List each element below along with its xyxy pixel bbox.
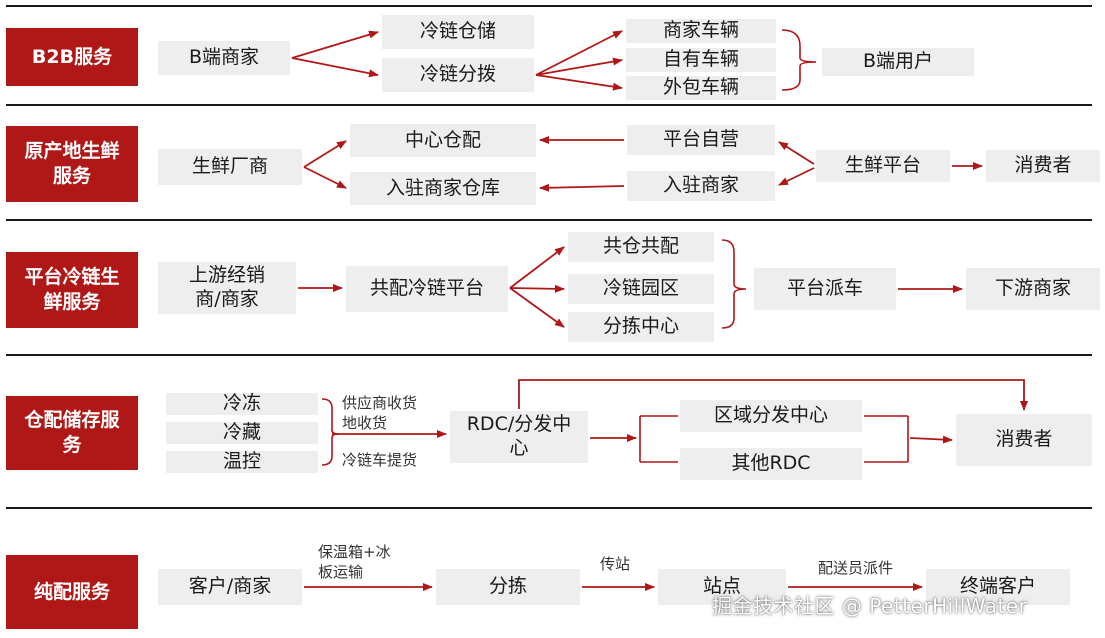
category-platform-cold-label: 平台冷链生鲜服务	[24, 266, 120, 313]
node-b-user: B端用户	[822, 48, 974, 76]
node-fresh-platform: 生鲜平台	[816, 150, 950, 182]
node-b-merchant: B端商家	[158, 41, 290, 75]
watermark: 掘金技术社区 @ PetterHillWater	[712, 594, 1028, 618]
node-own-vehicle: 自有车辆	[626, 48, 776, 72]
node-merchant-warehouse: 入驻商家仓库	[350, 172, 536, 205]
label-board-transport: 板运输	[318, 563, 364, 581]
node-sorting-center: 分拣中心	[568, 312, 714, 342]
category-b2b: B2B服务	[6, 28, 138, 86]
category-pure-delivery: 纯配服务	[6, 555, 138, 629]
node-outsourced-vehicle: 外包车辆	[626, 76, 776, 100]
node-sorting: 分拣	[436, 569, 580, 605]
section-divider-2	[6, 104, 1092, 106]
node-rdc-label: RDC/分发中心	[466, 413, 572, 459]
node-rdc: RDC/分发中心	[450, 411, 588, 463]
node-frozen: 冷冻	[166, 392, 318, 415]
label-supplier-receive: 供应商收货	[342, 394, 418, 412]
category-warehouse: 仓配储存服务	[6, 396, 138, 470]
node-temp-control: 温控	[166, 450, 318, 473]
node-upstream-label: 上游经销商/商家	[188, 264, 265, 310]
node-other-rdc: 其他RDC	[680, 448, 862, 480]
section-divider-1	[6, 5, 1092, 7]
label-truck-pickup: 冷链车提货	[342, 451, 418, 469]
node-merchant-vehicle: 商家车辆	[626, 19, 776, 43]
label-local-receive: 地收货	[342, 414, 388, 432]
node-end-customer: 终端客户	[926, 569, 1070, 605]
label-insulated-box: 保温箱+冰	[318, 543, 391, 561]
node-chilled: 冷藏	[166, 421, 318, 444]
node-shared-warehouse: 共仓共配	[568, 232, 714, 262]
node-central-warehouse: 中心仓配	[350, 124, 536, 157]
node-regional-center: 区域分发中心	[680, 400, 862, 432]
node-customer: 客户/商家	[158, 569, 302, 605]
category-warehouse-label: 仓配储存服务	[24, 409, 120, 456]
section-divider-5	[6, 507, 1092, 509]
node-station: 站点	[658, 569, 786, 605]
label-relay: 传站	[600, 555, 631, 573]
section-divider-3	[6, 219, 1092, 221]
node-downstream: 下游商家	[966, 268, 1100, 310]
category-origin-fresh-label: 原产地生鲜服务	[24, 140, 120, 187]
node-cold-distribution: 冷链分拨	[382, 58, 534, 92]
section-divider-4	[6, 354, 1092, 356]
node-platform-self: 平台自营	[627, 125, 775, 155]
node-settled-merchant: 入驻商家	[627, 171, 775, 201]
node-consumer-warehouse: 消费者	[956, 414, 1092, 466]
label-courier: 配送员派件	[818, 559, 894, 577]
category-platform-cold: 平台冷链生鲜服务	[6, 252, 138, 328]
node-cold-storage: 冷链仓储	[382, 15, 534, 49]
node-fresh-maker: 生鲜厂商	[158, 149, 302, 185]
node-platform-dispatch: 平台派车	[754, 268, 896, 310]
node-cold-park: 冷链园区	[568, 274, 714, 304]
node-shared-platform: 共配冷链平台	[346, 266, 508, 312]
category-origin-fresh: 原产地生鲜服务	[6, 126, 138, 202]
node-consumer-origin: 消费者	[986, 150, 1100, 182]
node-upstream: 上游经销商/商家	[158, 262, 296, 314]
